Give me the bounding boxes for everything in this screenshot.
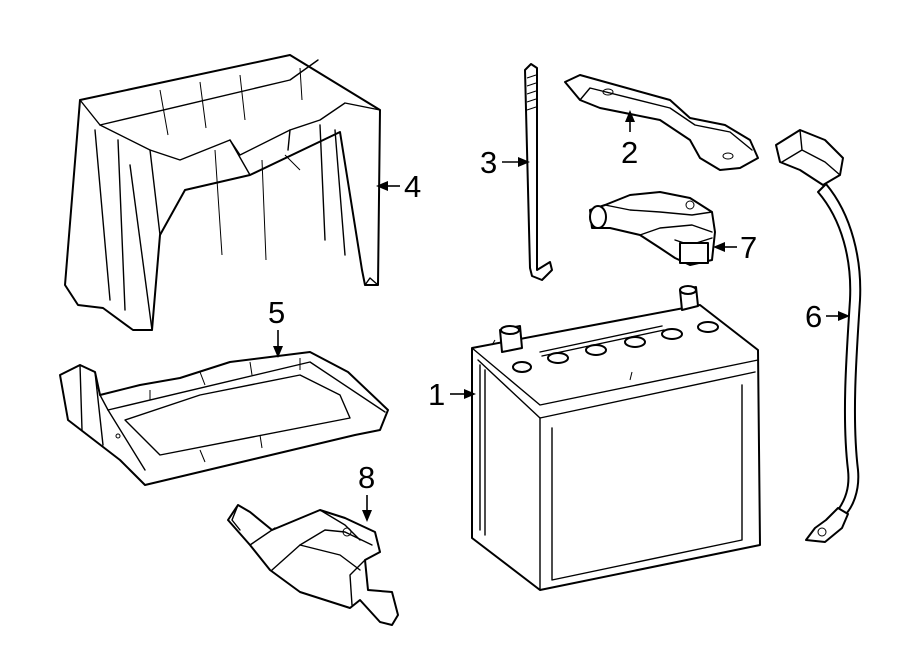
battery-box-cover — [64, 54, 381, 331]
arrowhead-1 — [464, 389, 476, 399]
ground-cable — [775, 129, 862, 543]
callout-3: 3 — [480, 145, 530, 180]
callout-7: 7 — [713, 230, 757, 265]
callout-2-label: 2 — [621, 135, 638, 170]
battery-tray — [59, 351, 389, 486]
terminal-clamp — [227, 504, 399, 626]
current-sensor — [589, 191, 716, 266]
callout-8-label: 8 — [358, 460, 375, 495]
arrowhead-6 — [838, 311, 850, 321]
arrowhead-5 — [273, 346, 283, 358]
callout-3-label: 3 — [480, 145, 497, 180]
callout-4-label: 4 — [404, 169, 421, 204]
arrowhead-4 — [376, 181, 388, 191]
callout-2: 2 — [621, 110, 638, 170]
callout-4: 4 — [376, 169, 421, 204]
callout-5-text: 5 — [268, 295, 285, 330]
callout-5: 5 — [268, 295, 285, 358]
callout-7-label: 7 — [740, 230, 757, 265]
hold-down-bracket — [564, 74, 759, 171]
callout-1-label: 1 — [428, 377, 445, 412]
callout-6-label: 6 — [805, 299, 822, 334]
callout-6: 6 — [805, 299, 850, 334]
callout-8: 8 — [358, 460, 375, 522]
arrowhead-3 — [518, 157, 530, 167]
battery — [471, 285, 761, 591]
arrowhead-7 — [713, 242, 725, 252]
arrowhead-8 — [362, 510, 372, 522]
hold-down-rod — [524, 63, 553, 281]
arrowhead-2 — [625, 110, 635, 122]
callout-1: 1 — [428, 377, 476, 412]
